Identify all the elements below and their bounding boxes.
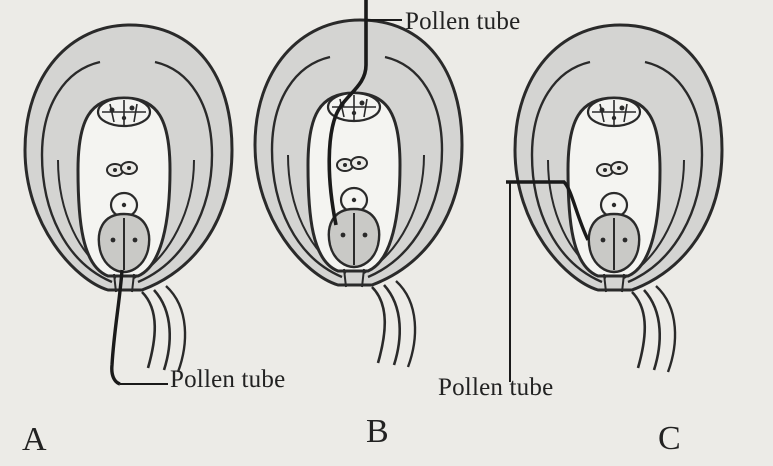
panel-label-a: A xyxy=(22,421,47,459)
pollen-tube-label-a: Pollen tube xyxy=(170,366,285,394)
panel-label-c: C xyxy=(658,420,681,458)
pollen-tube-label-top: Pollen tube xyxy=(405,8,520,36)
ovule-panel-c xyxy=(506,25,722,382)
panel-label-b: B xyxy=(366,413,389,451)
ovule-panel-a xyxy=(25,25,232,384)
ovule-panel-b xyxy=(255,0,462,367)
pollen-tube-label-c: Pollen tube xyxy=(438,374,553,402)
